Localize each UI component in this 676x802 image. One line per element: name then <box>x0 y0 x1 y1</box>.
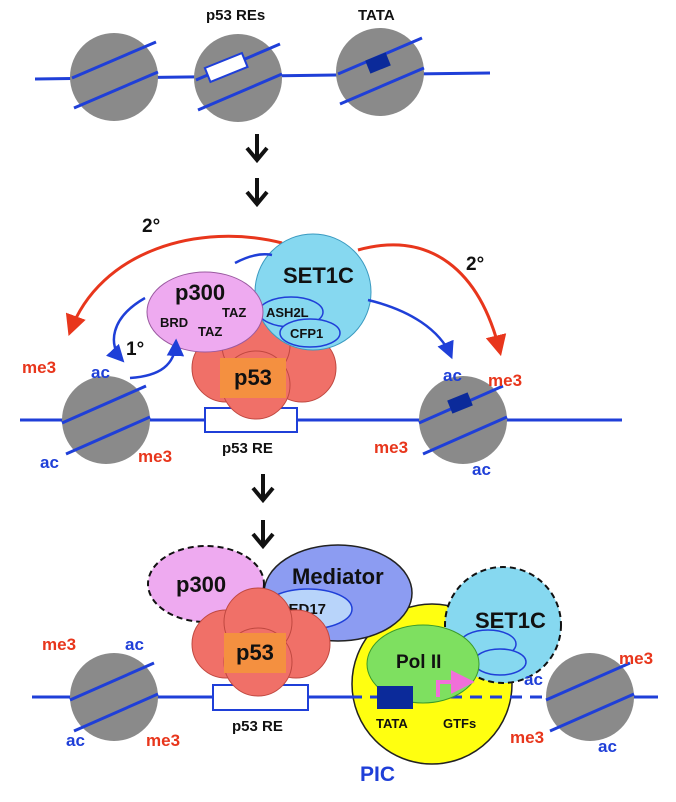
tata-box <box>447 392 473 414</box>
taz-label-bottom: TAZ <box>198 324 222 339</box>
ac-mark: ac <box>66 731 85 750</box>
tata-label: TATA <box>376 716 408 731</box>
ash2l-label: ASH2L <box>266 305 309 320</box>
ac-mark: ac <box>91 363 110 382</box>
panel-3: SET1C Pol II TATA GTFs Mediator MED17 p3… <box>32 544 658 786</box>
nucleosome <box>545 653 635 741</box>
p53-label: p53 <box>234 365 272 390</box>
p53-re-box <box>203 51 249 84</box>
panel-2: 2° 2° p53 SET1C ASH2L CFP1 p300 TAZ <box>20 216 622 479</box>
set1c-complex: SET1C ASH2L CFP1 <box>254 233 372 351</box>
secondary-methylation-arrow-right <box>357 243 507 357</box>
down-arrows <box>251 474 275 550</box>
acetylation-arrow-right <box>367 298 454 360</box>
acetylation-arrow-primary <box>106 296 146 363</box>
p53-tetramer: p53 <box>191 587 331 697</box>
me3-mark: me3 <box>619 649 653 668</box>
gtfs-label: GTFs <box>443 716 476 731</box>
nucleosome <box>418 376 508 464</box>
nucleosome <box>336 28 425 116</box>
me3-mark: me3 <box>22 358 56 377</box>
secondary-label-right: 2° <box>466 254 484 275</box>
down-arrows <box>245 134 269 208</box>
set1c-label: SET1C <box>283 263 354 288</box>
panel-1: p53 REs TATA <box>34 7 491 122</box>
cfp1-subunit <box>473 648 527 676</box>
transcription-start-arrow <box>436 670 475 697</box>
p300-set1c-link <box>234 253 273 265</box>
mediator-label: Mediator <box>292 564 384 589</box>
taz-label-top: TAZ <box>222 305 246 320</box>
p53-label: p53 <box>236 640 274 665</box>
cfp1-label: CFP1 <box>290 326 323 341</box>
p300-complex: p300 TAZ BRD TAZ <box>146 271 264 353</box>
nucleosome <box>61 376 151 464</box>
ac-mark: ac <box>472 460 491 479</box>
ac-mark: ac <box>125 635 144 654</box>
p300-label: p300 <box>175 280 225 305</box>
secondary-label-left: 2° <box>142 216 160 237</box>
ac-mark: ac <box>598 737 617 756</box>
me3-mark: me3 <box>138 447 172 466</box>
secondary-methylation-arrow-left <box>65 234 283 336</box>
ac-mark: ac <box>40 453 59 472</box>
pic-label: PIC <box>360 763 395 786</box>
me3-mark: me3 <box>488 371 522 390</box>
ac-mark: ac <box>443 366 462 385</box>
acetylation-feedback-arrow <box>129 338 185 380</box>
tata-label: TATA <box>358 7 395 24</box>
p53-re-label: p53 RE <box>222 440 273 457</box>
nucleosome <box>194 34 283 122</box>
me3-mark: me3 <box>146 731 180 750</box>
cfp1-subunit <box>279 318 341 348</box>
nucleosome <box>70 33 159 121</box>
brd-label: BRD <box>160 315 188 330</box>
pol2-label: Pol II <box>396 652 441 673</box>
ac-mark: ac <box>524 670 543 689</box>
p53-res-label: p53 REs <box>206 7 265 24</box>
me3-mark: me3 <box>42 635 76 654</box>
p300-label: p300 <box>176 572 226 597</box>
p53-re-label: p53 RE <box>232 718 283 735</box>
tata-box <box>365 52 391 74</box>
me3-mark: me3 <box>510 728 544 747</box>
set1c-label: SET1C <box>475 608 546 633</box>
primary-label: 1° <box>126 339 144 360</box>
tata-box <box>377 686 413 709</box>
nucleosome <box>69 653 159 741</box>
me3-mark: me3 <box>374 438 408 457</box>
